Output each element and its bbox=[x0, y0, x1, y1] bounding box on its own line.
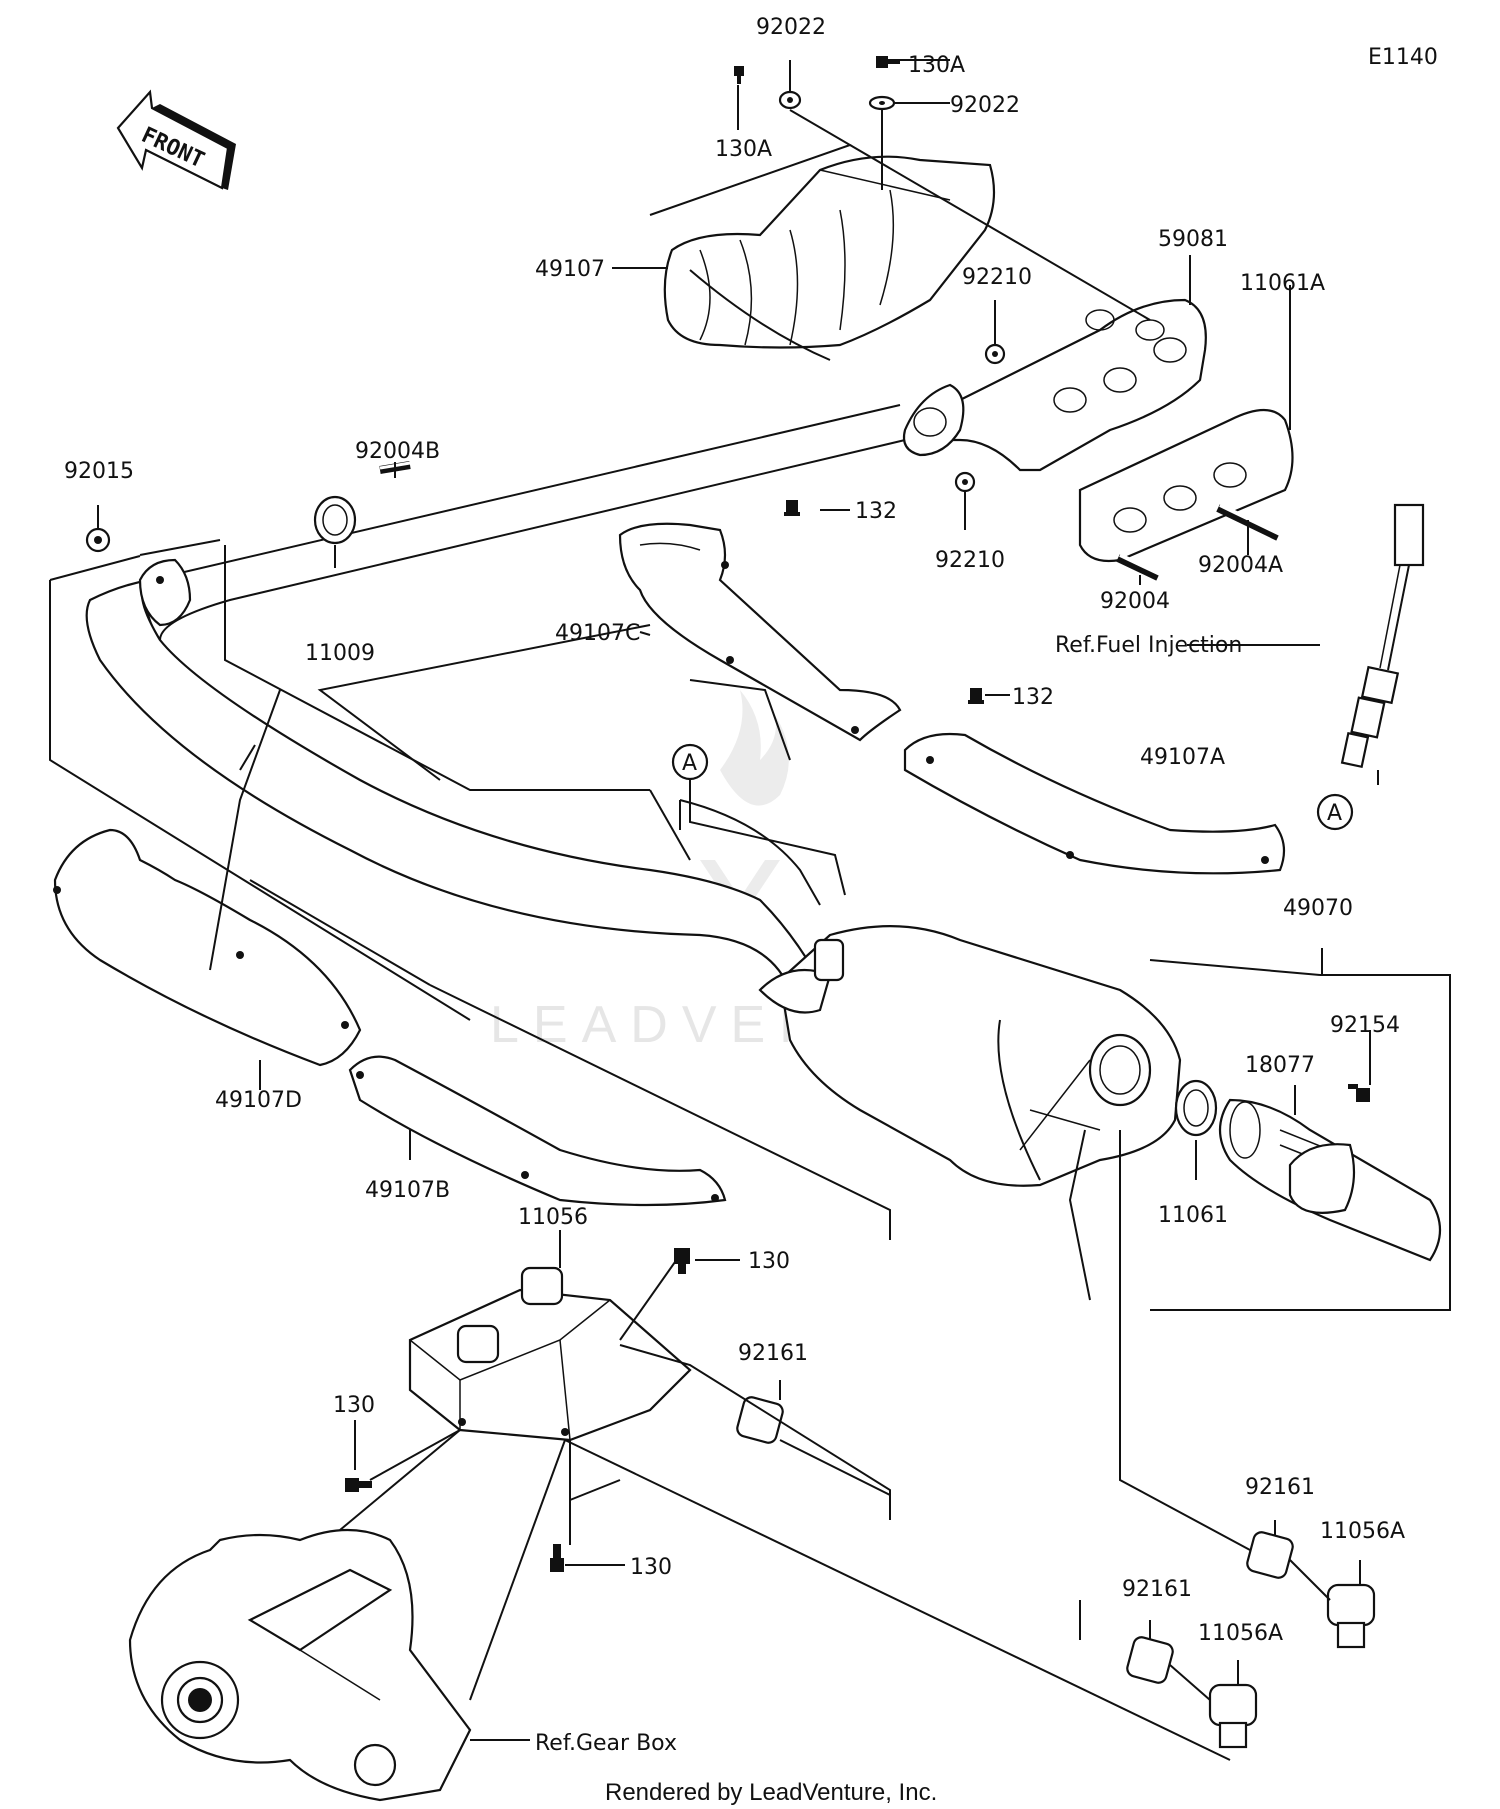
diagram-code: E1140 bbox=[1368, 45, 1438, 70]
bolt-130-left-icon bbox=[345, 1478, 372, 1492]
callout-a-top: A bbox=[671, 743, 846, 896]
label-49070: 49070 bbox=[1283, 896, 1353, 921]
label-11061A: 11061A bbox=[1240, 271, 1325, 296]
bushing-11056-left-icon bbox=[456, 1324, 500, 1364]
label-92210-bottom: 92210 bbox=[935, 548, 1005, 573]
bolt-130A-right-icon bbox=[876, 56, 900, 68]
heat-cover-49107B bbox=[348, 1055, 727, 1207]
gasket-11009 bbox=[313, 495, 357, 545]
part-labels: 92022 130A 92022 130A 49107 59081 92210 … bbox=[64, 15, 1405, 1756]
heat-cover-49107D bbox=[53, 828, 362, 1067]
label-11009: 11009 bbox=[305, 641, 375, 666]
head-pipe bbox=[85, 404, 906, 1002]
leader-lines bbox=[49, 59, 1451, 1761]
bushing-11056-icon bbox=[520, 1266, 564, 1306]
label-59081: 59081 bbox=[1158, 227, 1228, 252]
nut-92210-bottom-icon bbox=[954, 471, 976, 493]
bolt-130A-left-icon bbox=[734, 66, 744, 84]
label-92161-mid: 92161 bbox=[738, 1341, 808, 1366]
washer-92022-top-icon bbox=[778, 90, 802, 110]
label-130-left: 130 bbox=[333, 1393, 375, 1418]
label-49107D: 49107D bbox=[215, 1088, 302, 1113]
bushing-92161-mid-icon bbox=[736, 1396, 784, 1444]
label-92161-right: 92161 bbox=[1245, 1475, 1315, 1500]
bushing-92161-bottom-icon bbox=[1126, 1636, 1174, 1684]
label-130-bottom: 130 bbox=[630, 1555, 672, 1580]
bolt-130-right-icon bbox=[674, 1248, 690, 1274]
label-92210-top: 92210 bbox=[962, 265, 1032, 290]
nut-92210-top-icon bbox=[984, 343, 1006, 365]
label-18077: 18077 bbox=[1245, 1053, 1315, 1078]
label-11056A-right: 11056A bbox=[1320, 1519, 1405, 1544]
exhaust-manifold-59081 bbox=[902, 298, 1207, 472]
heat-cover-49107A bbox=[903, 732, 1286, 875]
callout-a-right: A bbox=[1316, 793, 1354, 831]
label-92015: 92015 bbox=[64, 459, 134, 484]
label-92004B: 92004B bbox=[355, 439, 440, 464]
bolt-92154-icon bbox=[1348, 1084, 1370, 1102]
bushing-92161-right-icon bbox=[1246, 1531, 1294, 1579]
label-130-right: 130 bbox=[748, 1249, 790, 1274]
label-49107C: 49107C bbox=[555, 621, 640, 646]
washer-92022-right-icon bbox=[868, 95, 896, 111]
footer-credit: Rendered by LeadVenture, Inc. bbox=[605, 1779, 937, 1806]
bolt-130-bottom-icon bbox=[550, 1544, 564, 1572]
label-11061: 11061 bbox=[1158, 1203, 1228, 1228]
mount-11056A-right-icon bbox=[1326, 1583, 1376, 1649]
label-92004A: 92004A bbox=[1198, 553, 1283, 578]
label-92022-top: 92022 bbox=[756, 15, 826, 40]
heat-cover-49107C bbox=[618, 522, 902, 742]
bolt-132-mid-icon bbox=[968, 688, 984, 704]
tail-pipe-18077 bbox=[1219, 1098, 1441, 1262]
o2-sensor bbox=[1340, 503, 1425, 769]
muffler-49070 bbox=[758, 925, 1182, 1187]
mount-11056A-bottom-icon bbox=[1208, 1683, 1258, 1749]
label-92022-right: 92022 bbox=[950, 93, 1020, 118]
label-ref-gear-box: Ref.Gear Box bbox=[535, 1731, 677, 1756]
label-132-mid: 132 bbox=[1012, 685, 1054, 710]
heat-cover-49107 bbox=[663, 155, 996, 349]
stud-92004 bbox=[1116, 553, 1161, 581]
label-11056: 11056 bbox=[518, 1205, 588, 1230]
label-11056A-bottom: 11056A bbox=[1198, 1621, 1283, 1646]
callout-a-top-label: A bbox=[682, 751, 697, 776]
callout-a-right-label: A bbox=[1327, 801, 1342, 826]
gasket-11061 bbox=[1174, 1079, 1218, 1137]
label-130A-top: 130A bbox=[908, 53, 965, 78]
label-49107A: 49107A bbox=[1140, 745, 1225, 770]
gasket-11061A bbox=[1078, 409, 1294, 563]
label-92154: 92154 bbox=[1330, 1013, 1400, 1038]
label-92004: 92004 bbox=[1100, 589, 1170, 614]
nut-92015-icon bbox=[85, 527, 111, 553]
label-132-top: 132 bbox=[855, 499, 897, 524]
front-arrow-icon: FRONT bbox=[116, 89, 236, 190]
label-130A-left: 130A bbox=[715, 137, 772, 162]
label-ref-fuel-injection: Ref.Fuel Injection bbox=[1055, 633, 1242, 658]
muffler-bracket bbox=[408, 1288, 692, 1442]
gear-box bbox=[128, 1528, 472, 1802]
bolt-132-top-icon bbox=[784, 500, 800, 516]
label-92161-bottom: 92161 bbox=[1122, 1577, 1192, 1602]
pipe-flange-92015 bbox=[138, 558, 192, 627]
label-49107B: 49107B bbox=[365, 1178, 450, 1203]
label-49107: 49107 bbox=[535, 257, 605, 282]
